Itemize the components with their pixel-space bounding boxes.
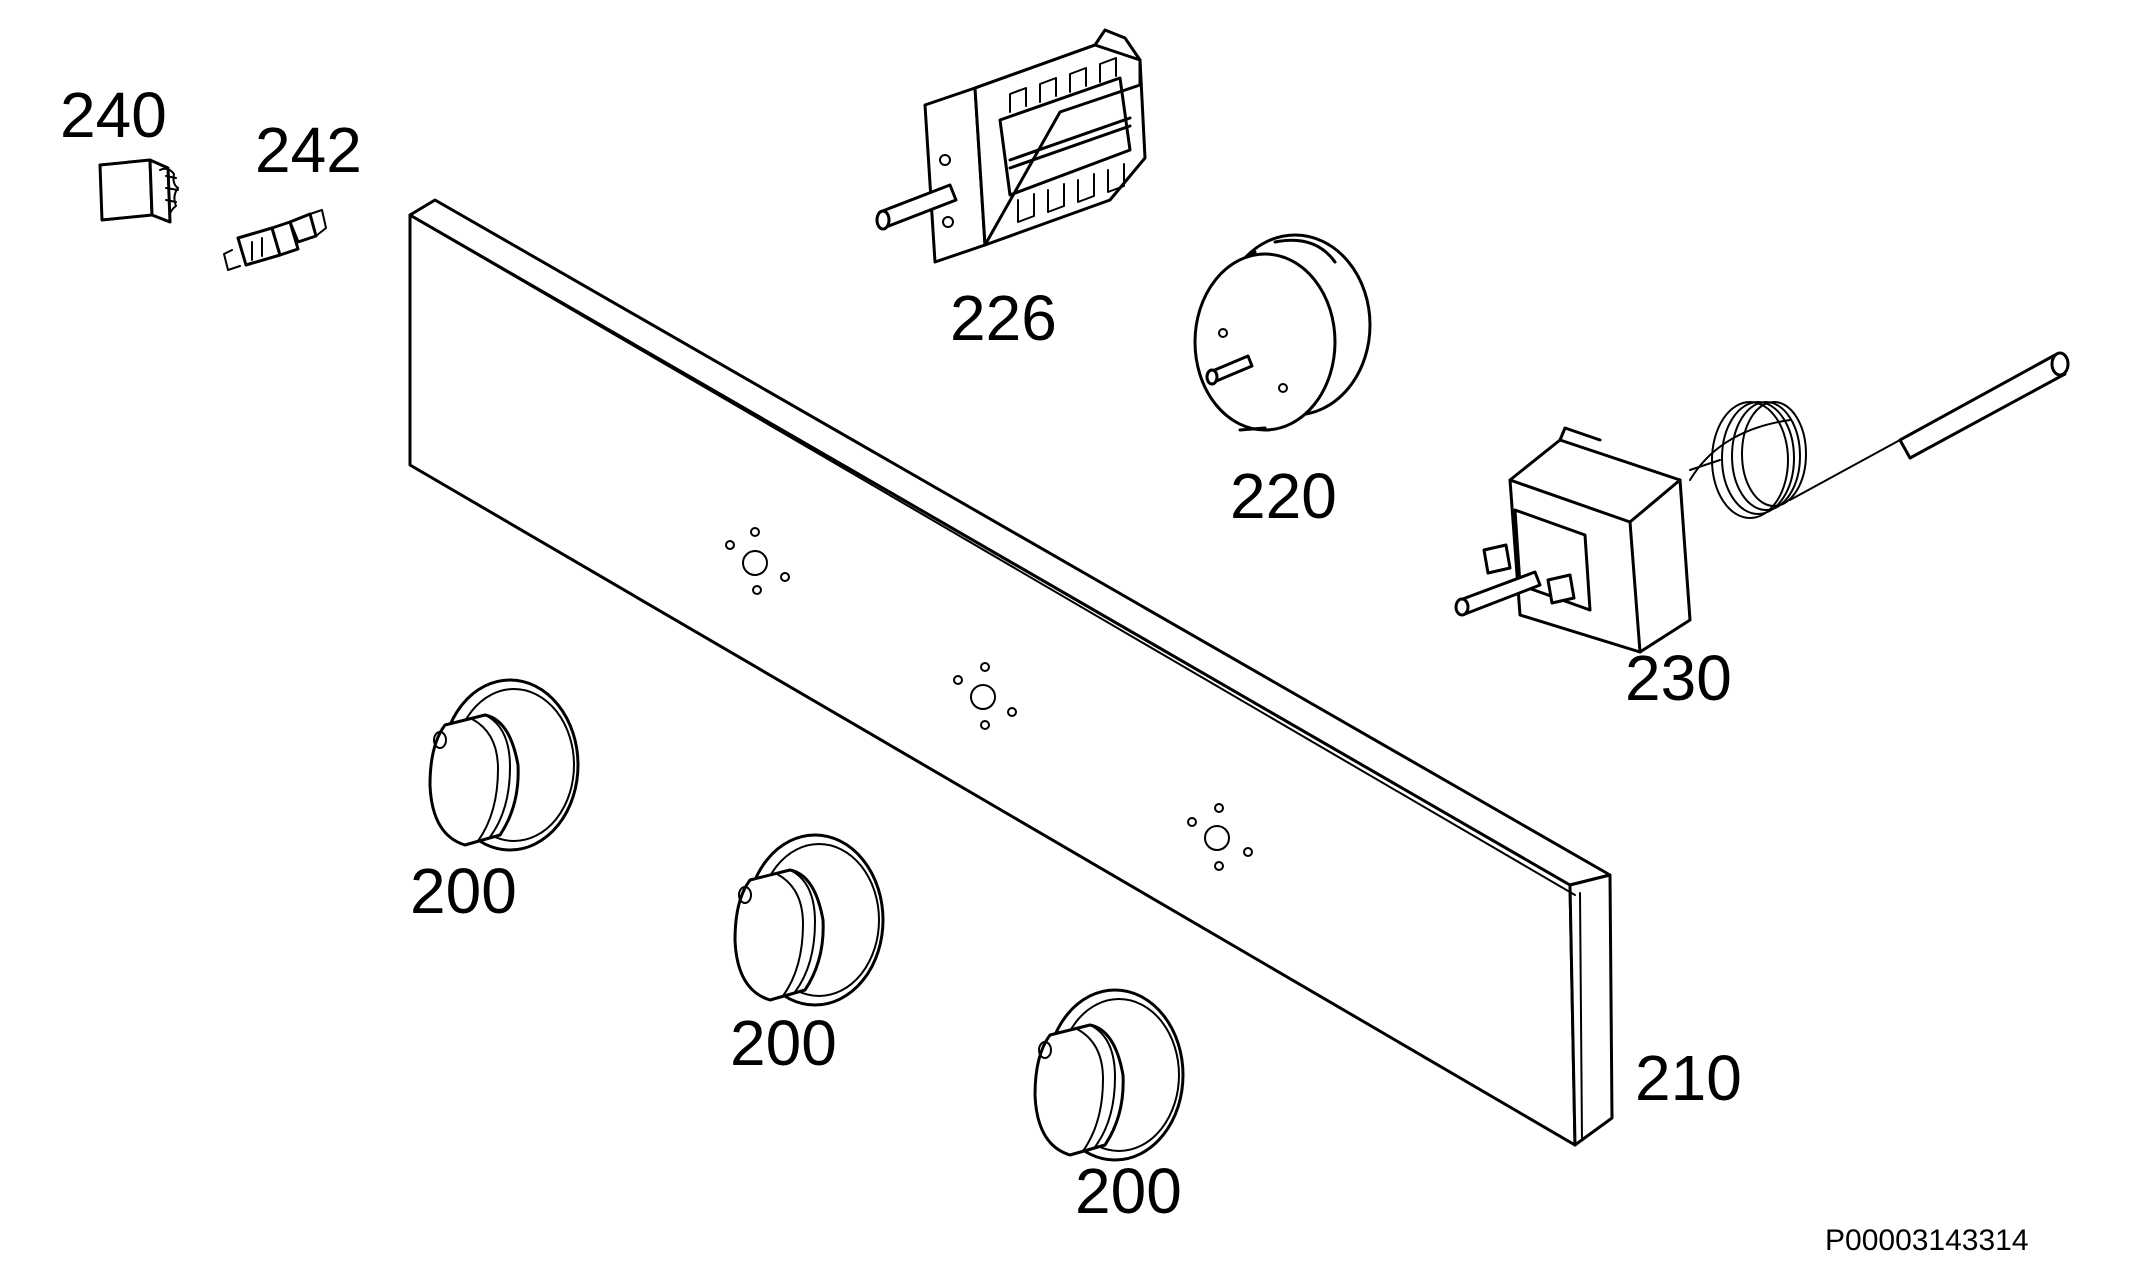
label-242: 242 <box>255 114 362 186</box>
label-210: 210 <box>1635 1042 1742 1114</box>
label-200-c: 200 <box>1075 1155 1182 1227</box>
part-200-knob-1 <box>428 678 580 852</box>
label-200-a: 200 <box>410 855 517 927</box>
part-200-knob-2 <box>733 833 885 1007</box>
drawing-code: P00003143314 <box>1825 1224 2029 1257</box>
label-220: 220 <box>1230 460 1337 532</box>
label-230: 230 <box>1625 642 1732 714</box>
label-240: 240 <box>60 79 167 151</box>
part-220-timer <box>1193 233 1372 432</box>
part-226-selector-switch <box>875 28 1147 264</box>
part-200-knob-3 <box>1033 988 1185 1162</box>
knob-mount-holes-2 <box>953 662 1017 730</box>
part-242-lamp <box>223 209 327 271</box>
part-210-control-panel <box>408 198 1614 1147</box>
label-226: 226 <box>950 282 1057 354</box>
part-240-button <box>98 158 179 224</box>
knob-mount-holes-1 <box>725 527 790 595</box>
part-230-thermostat <box>1454 351 2070 654</box>
knob-mount-holes-3 <box>1187 803 1253 871</box>
label-200-b: 200 <box>730 1007 837 1079</box>
